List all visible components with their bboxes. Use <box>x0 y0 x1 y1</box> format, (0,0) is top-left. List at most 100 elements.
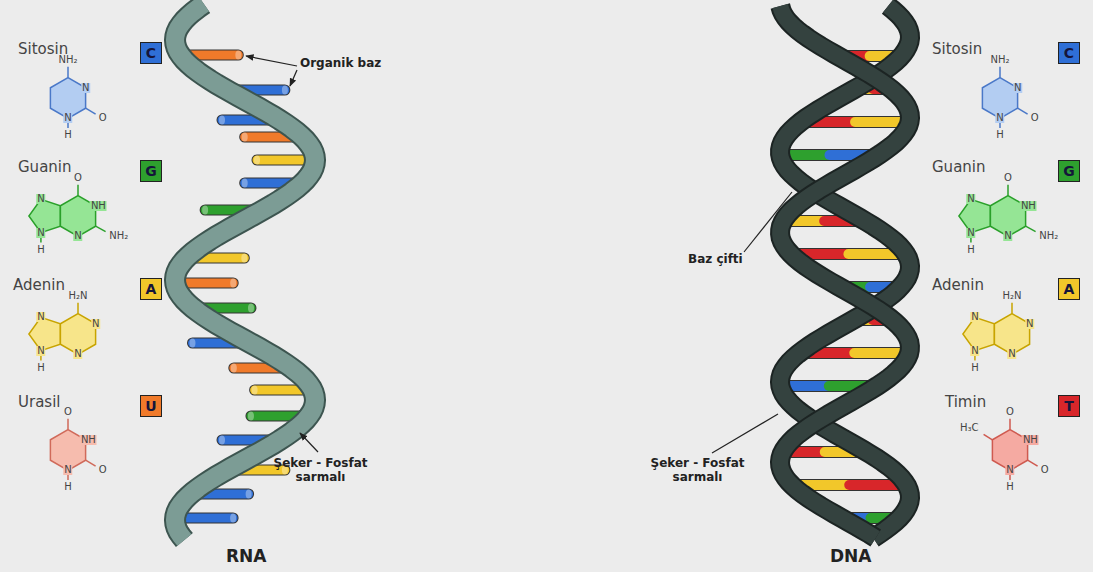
atom-label: NH₂ <box>1038 231 1059 241</box>
base-letter: A <box>1064 282 1075 296</box>
molecule-bond <box>86 108 96 114</box>
atom-label: NH <box>80 435 97 445</box>
atom-label: O <box>73 173 83 183</box>
base-cap <box>252 386 258 395</box>
atom-label: N <box>73 349 82 359</box>
atom-label: N <box>36 312 45 322</box>
base-letter-box: C <box>140 42 162 64</box>
atom-label: O <box>98 465 108 475</box>
atom-label: H <box>1005 482 1015 492</box>
atom-label: N <box>966 194 975 204</box>
base-cap <box>241 254 247 263</box>
atom-label: NH₂ <box>989 55 1010 65</box>
atom-label: N <box>1025 319 1034 329</box>
base-letter-box: A <box>140 278 162 300</box>
base-name: Guanin <box>932 158 986 176</box>
atom-label: N <box>63 465 72 475</box>
base-cap <box>189 339 195 348</box>
base-letter: A <box>146 282 157 296</box>
base-cap <box>231 364 237 373</box>
molecule-bond <box>1011 303 1013 314</box>
molecule-bond <box>1018 108 1028 114</box>
base-cap <box>248 304 254 313</box>
callout-label: Organik baz <box>300 56 381 70</box>
base-cap <box>248 412 254 421</box>
sugar-phosphate-backbone <box>780 6 910 538</box>
molecule-bond <box>1009 419 1011 430</box>
base-name: Sitosin <box>932 40 982 58</box>
atom-label: O <box>1005 407 1015 417</box>
base-cap <box>219 436 225 445</box>
molecule-bond <box>77 303 79 314</box>
atom-label: H₃C <box>959 423 980 433</box>
atom-label: O <box>1030 113 1040 123</box>
molecule-bond <box>984 434 993 439</box>
atom-label: O <box>98 113 108 123</box>
atom-label: N <box>970 312 979 322</box>
callout-label: Baz çifti <box>688 252 743 266</box>
atom-label: NH₂ <box>108 231 129 241</box>
atom-label: H <box>970 363 980 373</box>
base-name: Adenin <box>13 276 65 294</box>
base-cap <box>242 179 248 188</box>
sugar-phosphate-backbone <box>780 6 910 538</box>
molecule-bond <box>67 419 69 430</box>
atom-label: N <box>36 194 45 204</box>
base-name: Guanin <box>18 158 72 176</box>
diagram-title: RNA <box>226 546 266 566</box>
base-cap <box>246 490 252 499</box>
base-letter: G <box>145 164 157 178</box>
molecule-bond <box>96 226 106 231</box>
atom-label: N <box>91 319 100 329</box>
base-cap <box>282 86 288 95</box>
base-name: Adenin <box>932 276 984 294</box>
atom-label: NH₂ <box>57 55 78 65</box>
molecule-bond <box>1007 185 1009 196</box>
molecule-bond <box>1028 460 1038 466</box>
diagram-title: DNA <box>830 546 872 566</box>
base-letter-box: T <box>1058 395 1080 417</box>
base-letter: U <box>145 399 156 413</box>
atom-label: N <box>36 228 45 238</box>
atom-label: H <box>966 245 976 255</box>
base-cap <box>202 206 208 215</box>
atom-label: N <box>1013 83 1022 93</box>
base-letter-box: U <box>140 395 162 417</box>
atom-label: H₂N <box>67 291 88 301</box>
base-letter-box: C <box>1058 42 1080 64</box>
atom-label: H₂N <box>1001 291 1022 301</box>
base-cap <box>230 514 236 523</box>
atom-label: N <box>970 346 979 356</box>
leader-line <box>290 70 297 86</box>
molecule-bond <box>999 67 1001 78</box>
atom-label: N <box>73 231 82 241</box>
atom-label: NH <box>90 201 107 211</box>
base-letter: T <box>1064 399 1074 413</box>
atom-label: H <box>63 482 73 492</box>
atom-label: NH <box>1020 201 1037 211</box>
base-name: Timin <box>945 393 986 411</box>
atom-label: N <box>1007 349 1016 359</box>
atom-label: N <box>1003 231 1012 241</box>
base-cap <box>230 279 236 288</box>
base-letter-box: A <box>1058 278 1080 300</box>
atom-label: N <box>966 228 975 238</box>
molecule-bond <box>67 67 69 78</box>
atom-label: H <box>995 130 1005 140</box>
callout-label: Şeker - Fosfat sarmalı <box>263 456 378 484</box>
molecule-bond <box>86 460 96 466</box>
callout-label: Şeker - Fosfat sarmalı <box>640 456 755 484</box>
base-letter: C <box>1064 46 1074 60</box>
base-letter: C <box>146 46 156 60</box>
base-cap <box>219 116 225 125</box>
atom-label: N <box>1005 465 1014 475</box>
sugar-phosphate-backbone <box>780 6 910 538</box>
atom-label: N <box>995 113 1004 123</box>
base-cap <box>254 156 260 165</box>
base-name: Urasil <box>18 393 61 411</box>
atom-label: N <box>63 113 72 123</box>
sugar-phosphate-backbone <box>780 6 910 538</box>
base-cap <box>242 133 248 142</box>
base-letter-box: G <box>1058 160 1080 182</box>
